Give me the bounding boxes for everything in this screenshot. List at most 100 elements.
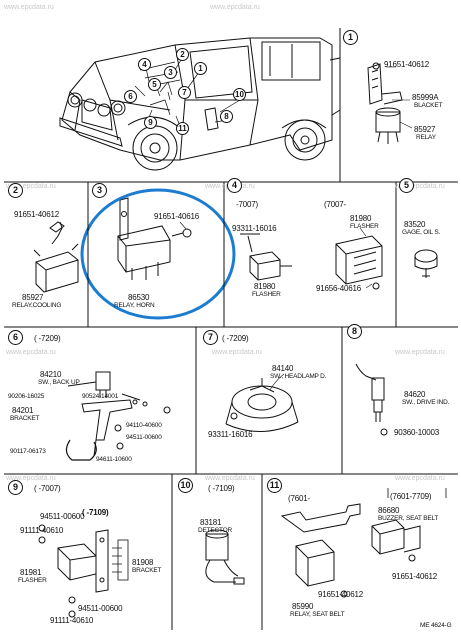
flasher-drawing [240,227,383,290]
drive-ind-switch-drawing [355,363,388,436]
watermark: www.epcdata.ru [4,4,54,11]
part-number[interactable]: 91651-40616 [154,212,199,221]
part-number[interactable]: 83181 [200,518,222,527]
part-number[interactable]: 81981 [20,568,42,577]
range-label: ( -7209) [34,334,61,343]
part-number[interactable]: 84201 [12,406,34,415]
watermark: www.epcdata.ru [395,475,445,482]
range-label: ( -7109) [208,484,235,493]
vehicle-illustration [59,37,341,171]
section-number-10: 10 [178,478,193,493]
part-number[interactable]: 94511-00600 [126,434,162,441]
part-number[interactable]: 81980 [254,282,276,291]
callout-6: 6 [124,90,137,103]
range-label: ( -7209) [222,334,249,343]
watermark: www.epcdata.ru [395,183,445,190]
part-number[interactable]: 84620 [404,390,426,399]
part-number[interactable]: 91111-40610 [50,616,94,625]
part-name: GAGE, OIL S. [402,229,441,236]
section-number-4: 4 [227,178,242,193]
watermark: www.epcdata.ru [212,349,262,356]
part-name: BUZZER, SEAT BELT [378,515,439,522]
oil-gage-drawing [414,249,438,278]
part-name: FLASHER [18,577,47,584]
part-number[interactable]: 84210 [40,370,62,379]
callout-1: 1 [194,62,207,75]
part-number[interactable]: 90117-06173 [10,448,46,455]
part-name: SW., HEADLAMP D. [270,373,327,380]
horn-relay-drawing [117,197,192,280]
part-number[interactable]: 85990 [292,602,314,611]
callout-5: 5 [148,78,161,91]
section-number-2: 2 [8,183,23,198]
part-number[interactable]: 91656-40616 [316,284,361,293]
watermark: www.epcdata.ru [205,475,255,482]
part-number[interactable]: 86680 [378,506,400,515]
part-number[interactable]: 90524-14001 [82,393,119,400]
part-number[interactable]: 91651-40612 [14,210,59,219]
part-number[interactable]: 93311-16016 [208,430,253,439]
part-name: BRACKET [10,415,40,422]
part-name: BRACKET [132,567,162,574]
section-number-5: 5 [399,178,414,193]
headlamp-switch-drawing [225,373,299,433]
part-name: RELAY,COOLING [12,302,62,309]
part-number[interactable]: 91651-40612 [384,60,429,69]
part-number[interactable]: 94511-00600 [40,512,85,521]
part-name: RELAY, SEAT BELT [290,611,345,618]
part-name: FLASHER [252,291,281,298]
detector-drawing [205,529,245,585]
part-number[interactable]: 90360-10003 [394,428,439,437]
callout-4: 4 [138,58,151,71]
part-number[interactable]: 91651-40612 [392,572,437,581]
callout-9: 9 [144,116,157,129]
part-number[interactable]: 90206-16025 [8,393,45,400]
callout-10: 10 [233,88,246,101]
range-label: (7601- [288,494,310,503]
section-number-1: 1 [343,30,358,45]
watermark: www.epcdata.ru [210,4,260,11]
part-name: FLASHER [350,223,379,230]
range-label: (7601-7709) [390,492,432,501]
backup-switch-drawing [65,371,171,461]
section-number-3: 3 [92,183,107,198]
part-name: BLACKET [414,102,443,109]
part-number[interactable]: 94511-00600 [78,604,123,613]
callout-11: 11 [176,122,189,135]
section-number-8: 8 [347,324,362,339]
seat-belt-relay-drawing [280,488,447,598]
part-number[interactable]: 81908 [132,558,154,567]
section-number-6: 6 [8,330,23,345]
range-label: ( -7109) [82,508,109,517]
part-number[interactable]: 81980 [350,214,372,223]
range-label: -7007) [236,200,258,209]
part-number[interactable]: 83520 [404,220,426,229]
callout-8: 8 [220,110,233,123]
part-number[interactable]: 94611-10600 [96,456,132,463]
section-number-9: 9 [8,480,23,495]
section-number-7: 7 [203,330,218,345]
part-name: RELAY [416,134,436,141]
part-number[interactable]: 85999A [412,93,439,102]
part-name: SW., DRIVE IND. [402,399,450,406]
highlight-ring [80,188,236,320]
part-number[interactable]: 93311-16016 [232,224,277,233]
part-number[interactable]: 84140 [272,364,294,373]
part-name: SW., BACK UP [38,379,80,386]
callout-3: 3 [164,66,177,79]
part-number[interactable]: 91111-40610 [20,526,64,535]
part-number[interactable]: 91651-40612 [318,590,363,599]
relay-85927-drawing [367,62,413,144]
flasher-81981-drawing [38,524,129,618]
part-name: RELAY, HORN [114,302,155,309]
part-number[interactable]: 85927 [22,293,44,302]
relay-cooling-drawing [33,221,79,293]
range-label: (7007- [324,200,346,209]
watermark: www.epcdata.ru [395,349,445,356]
watermark: www.epcdata.ru [6,475,56,482]
section-number-11: 11 [267,478,282,493]
part-number[interactable]: 85927 [414,125,436,134]
part-number[interactable]: 94110-40600 [126,422,162,429]
part-number[interactable]: 86530 [128,293,150,302]
